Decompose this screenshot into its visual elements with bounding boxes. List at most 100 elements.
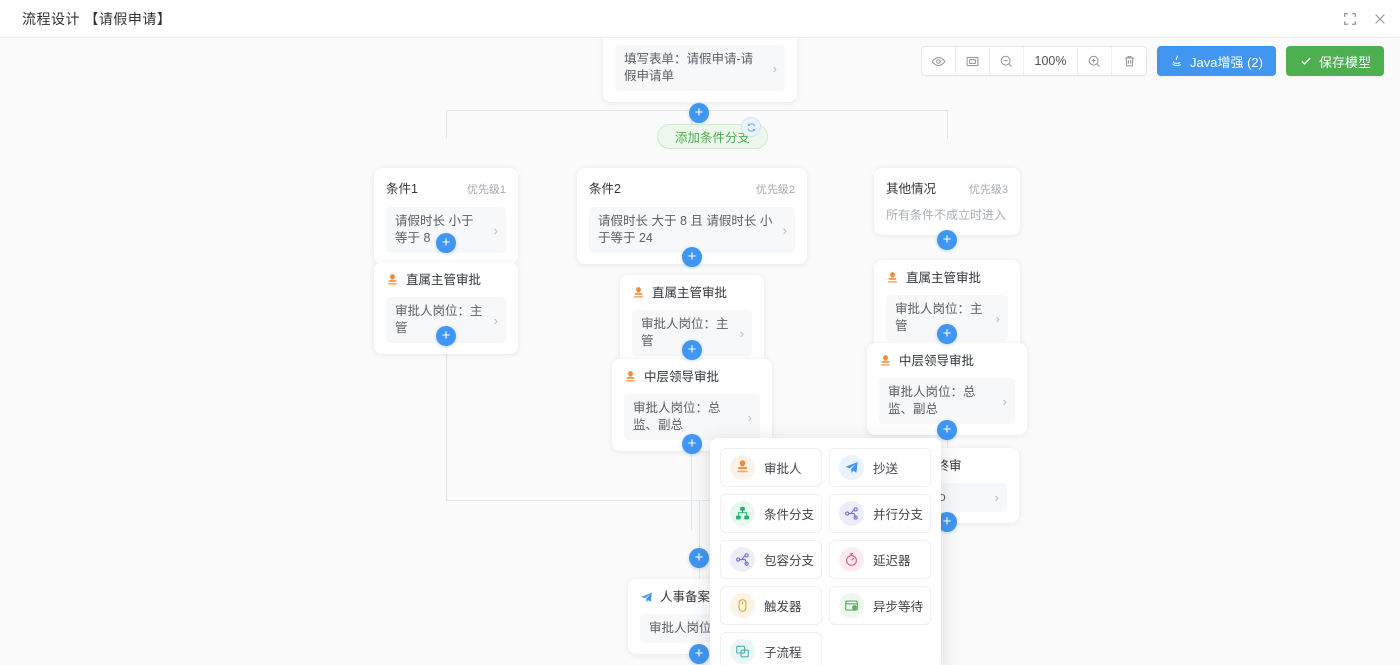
connector-line [699,500,700,555]
node-body-text: 审批人岗位：主管 [895,302,983,333]
popup-item-label: 包容分支 [764,554,815,568]
node-type-popup-menu[interactable]: 审批人 抄送 条件分支 [710,438,941,665]
stamp-icon [386,273,399,287]
condition-card-1[interactable]: 条件1 优先级1 请假时长 小于等于 8 › [374,168,518,264]
node-title-text: 直属主管审批 [652,286,728,300]
inclusive-icon [730,547,755,572]
node-title: 中层领导审批 [624,369,760,385]
popup-item-parallel-branch[interactable]: 并行分支 [829,494,931,533]
stamp-icon [879,354,892,368]
condition-name: 条件1 [386,182,418,196]
connector-line [446,303,447,501]
zoom-out-icon[interactable] [990,47,1025,75]
fit-screen-icon[interactable] [956,47,991,75]
canvas-toolbar: 100% Java增强 (2) [921,46,1384,76]
node-body-text: 审批人岗位：主管 [395,304,483,335]
node-body[interactable]: 填写表单：请假申请-请假申请单 › [615,45,785,91]
close-icon[interactable] [1372,11,1388,27]
condition-header: 条件1 优先级1 [386,178,506,197]
node-approve-middle-right[interactable]: 中层领导审批 审批人岗位：总监、副总 › [867,343,1027,435]
popup-item-cc[interactable]: 抄送 [829,448,931,487]
fullscreen-icon[interactable] [1342,11,1358,27]
stamp-icon [886,271,899,285]
chevron-right-icon: › [747,409,752,425]
async-wait-icon [839,593,864,618]
flow-canvas[interactable]: 100% Java增强 (2) [0,38,1400,665]
node-body[interactable]: 审批人岗位：总监、副总 › [879,378,1015,424]
connector-line [947,110,948,139]
chevron-right-icon: › [493,312,498,328]
add-node-button[interactable]: + [689,644,709,664]
node-title-text: 直属主管审批 [406,273,482,287]
node-start-body: 填写表单：请假申请-请假申请单 [624,52,754,83]
node-title-text: 直属主管审批 [906,271,982,285]
chevron-right-icon: › [772,60,777,76]
popup-item-trigger[interactable]: 触发器 [720,586,822,625]
popup-item-approver[interactable]: 审批人 [720,448,822,487]
add-node-button[interactable]: + [689,103,709,123]
node-title-text: 中层领导审批 [644,370,720,384]
popup-item-subprocess[interactable]: 子流程 [720,632,822,665]
node-title: 人事备案 [640,589,760,605]
add-node-button[interactable]: + [682,434,702,454]
node-title: 直属主管审批 [886,270,1008,286]
branch-icon [839,501,864,526]
popup-item-condition-branch[interactable]: 条件分支 [720,494,822,533]
add-node-button[interactable]: + [937,230,957,250]
mouse-icon [730,593,755,618]
save-model-label: 保存模型 [1318,54,1371,70]
add-node-button[interactable]: + [682,340,702,360]
popup-item-label: 审批人 [764,462,802,476]
save-model-button[interactable]: 保存模型 [1285,46,1384,76]
popup-item-async-wait[interactable]: 异步等待 [829,586,931,625]
condition-name: 其他情况 [886,182,937,196]
preview-icon[interactable] [922,47,957,75]
node-title: 中层领导审批 [879,353,1015,369]
popup-item-delay[interactable]: 延迟器 [829,540,931,579]
add-node-button[interactable]: + [436,233,456,253]
refresh-icon[interactable] [741,117,761,137]
delete-icon[interactable] [1112,47,1146,75]
condition-expression[interactable]: 请假时长 大于 8 且 请假时长 小于等于 24 › [589,207,795,253]
popup-item-label: 并行分支 [873,508,924,522]
condition-card-3[interactable]: 其他情况 优先级3 所有条件不成立时进入 [874,168,1020,235]
chevron-right-icon: › [739,325,744,341]
node-body[interactable]: 审批人岗位：总监、副总 › [624,394,760,440]
node-start-form[interactable]: 填写表单：请假申请-请假申请单 › [603,38,797,102]
page-title: 流程设计 【请假申请】 [22,10,172,27]
node-title-text: 人事备案 [660,590,711,604]
chevron-right-icon: › [994,490,999,505]
popup-item-inclusive-branch[interactable]: 包容分支 [720,540,822,579]
node-body-text: 审批人岗位：总监、副总 [888,385,976,416]
window-titlebar: 流程设计 【请假申请】 [0,0,1400,38]
condition-priority: 优先级2 [755,184,795,196]
connector-line [446,110,447,139]
popup-item-label: 条件分支 [764,508,815,522]
chevron-right-icon: › [1002,393,1007,409]
java-enhance-button[interactable]: Java增强 (2) [1157,46,1276,76]
zoom-in-icon[interactable] [1078,47,1113,75]
node-body[interactable]: 审批人岗位：主管 › [886,295,1008,341]
connector-line [691,440,692,530]
add-node-button[interactable]: + [689,548,709,568]
condition-expression-text: 请假时长 大于 8 且 请假时长 小于等于 24 [598,214,773,245]
node-title: 直属主管审批 [386,272,506,288]
chevron-right-icon: › [995,310,1000,326]
condition-description: 所有条件不成立时进入 [886,208,1007,222]
connector-line [446,500,700,501]
add-node-button[interactable]: + [937,420,957,440]
condition-header: 其他情况 优先级3 [886,178,1008,197]
add-node-button[interactable]: + [436,326,456,346]
zoom-tool-group: 100% [921,46,1148,76]
node-body-text: 审批人岗位：主管 [641,317,729,348]
node-approve-middle-mid[interactable]: 中层领导审批 审批人岗位：总监、副总 › [612,359,772,451]
add-node-button[interactable]: + [937,512,957,532]
stamp-icon [632,286,645,300]
popup-item-label: 延迟器 [873,554,911,568]
send-icon [640,591,653,604]
titlebar-actions [1342,0,1388,38]
popup-item-label: 子流程 [764,646,802,660]
add-node-button[interactable]: + [937,324,957,344]
add-node-button[interactable]: + [682,247,702,267]
chevron-right-icon: › [493,222,498,238]
